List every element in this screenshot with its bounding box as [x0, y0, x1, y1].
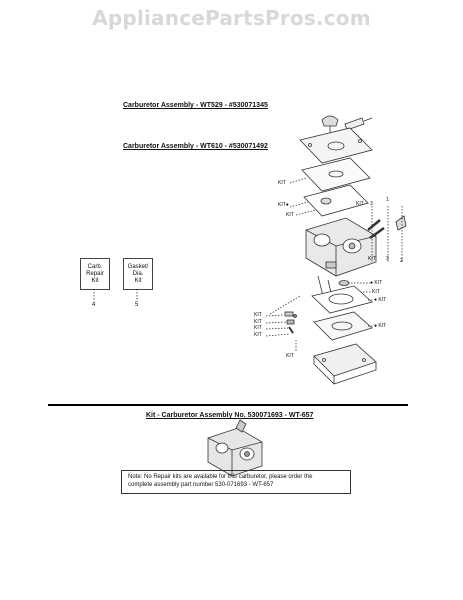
box-line: Dia. [132, 270, 144, 277]
callout-kit: KIT [254, 332, 262, 338]
callout-kit: KIT [254, 312, 262, 318]
watermark: AppliancePartsPros.com [92, 6, 371, 30]
callout-kit: KIT [254, 319, 262, 325]
callout-number-3: 3 [370, 201, 373, 207]
assembly-title-wt610: Carburetor Assembly - WT610 - #530071492 [123, 143, 268, 150]
assembly-title-wt529: Carburetor Assembly - WT529 - #530071345 [123, 102, 268, 109]
box-line: Gasket/ [127, 263, 149, 270]
callout-kit: KIT [372, 289, 380, 295]
callout-number-1: 1 [386, 197, 389, 203]
callout-kit-dot: KIT● [278, 202, 289, 208]
note-box: Note: No Repair kits are available for t… [121, 470, 351, 494]
box-line: Kit [91, 277, 99, 284]
box-line: Carb. [87, 263, 103, 270]
note-line-2: complete assembly part number 530-071693… [128, 482, 274, 488]
box-number-5: 5 [135, 302, 139, 308]
callout-kit: KIT [356, 201, 364, 207]
callout-dot-kit: ● KIT [374, 323, 387, 329]
box-line: Repair [86, 270, 104, 277]
carb-repair-kit-box: Carb. Repair Kit [80, 258, 110, 290]
section-divider [48, 404, 408, 406]
callout-number-2: 2 [400, 258, 403, 264]
callout-dot-kit: ● KIT [374, 297, 387, 303]
callout-kit: KIT [278, 180, 286, 186]
kit-section-title: Kit - Carburetor Assembly No. 530071693 … [146, 412, 314, 419]
callout-number-3: 3 [386, 256, 389, 262]
callout-kit: KIT [286, 353, 294, 359]
gasket-dia-kit-box: Gasket/ Dia. Kit [123, 258, 153, 290]
callout-kit: KIT [368, 256, 376, 262]
callout-kit: KIT [286, 212, 294, 218]
note-line-1: Note: No Repair kits are available for t… [128, 474, 313, 480]
box-number-4: 4 [92, 302, 96, 308]
callout-dot-kit: ● KIT [370, 280, 383, 286]
box-line: Kit [134, 277, 142, 284]
callout-kit: KIT [254, 325, 262, 331]
